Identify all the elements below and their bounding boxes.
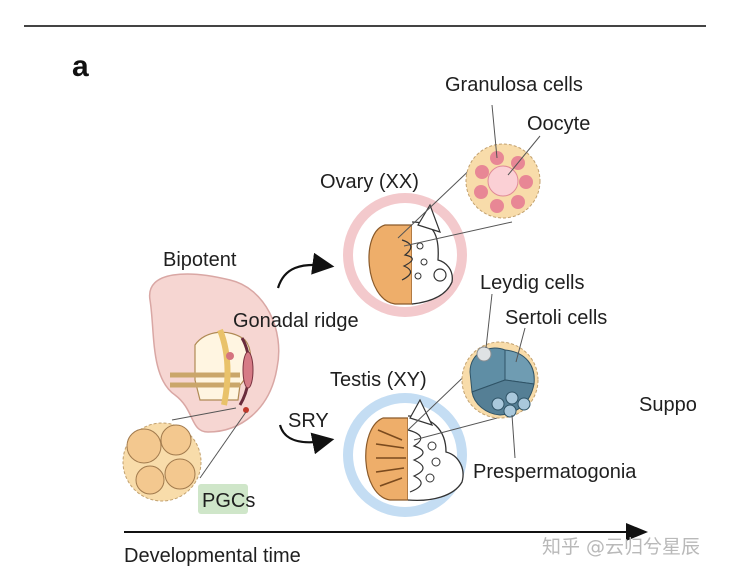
panel-letter: a — [72, 50, 89, 83]
ovary-callout-line-top — [397, 161, 479, 239]
sertoli-inset — [461, 341, 539, 419]
ovary-label: Ovary (XX) — [320, 171, 419, 193]
leydig-pointer — [485, 293, 493, 349]
prespermatogonia-pointer — [511, 414, 516, 459]
bipotent-embryo — [149, 273, 280, 433]
pgc-inset — [122, 407, 247, 502]
granulosa-label: Granulosa cells — [445, 74, 583, 96]
arrow-to-ovary — [276, 252, 335, 289]
time-axis-label: Developmental time — [124, 545, 301, 567]
watermark: 知乎 @云归兮星辰 — [542, 536, 700, 558]
sertoli-pointer — [515, 327, 526, 363]
ovary-gonad — [343, 193, 467, 317]
leydig-label: Leydig cells — [480, 272, 585, 294]
time-axis-arrowhead — [626, 523, 648, 541]
granulosa-inset — [465, 143, 541, 219]
arrow-to-testis — [278, 424, 335, 455]
oocyte-pointer — [507, 135, 541, 176]
gonadal-ridge-label: Gonadal ridge — [233, 310, 359, 332]
sertoli-label: Sertoli cells — [505, 307, 607, 329]
ovary-callout-line-bottom — [403, 221, 513, 247]
granulosa-pointer — [491, 104, 498, 159]
testis-label: Testis (XY) — [330, 369, 427, 391]
prespermatogonia-label: Prespermatogonia — [473, 461, 637, 483]
sry-label: SRY — [288, 410, 329, 432]
bipotent-label: Bipotent — [163, 249, 237, 271]
testis-gonad — [343, 393, 467, 517]
pgcs-label: PGCs — [202, 490, 255, 512]
pgcs-label-box — [198, 484, 248, 514]
oocyte-label: Oocyte — [527, 113, 590, 135]
suppo-label: Suppo — [639, 394, 697, 416]
